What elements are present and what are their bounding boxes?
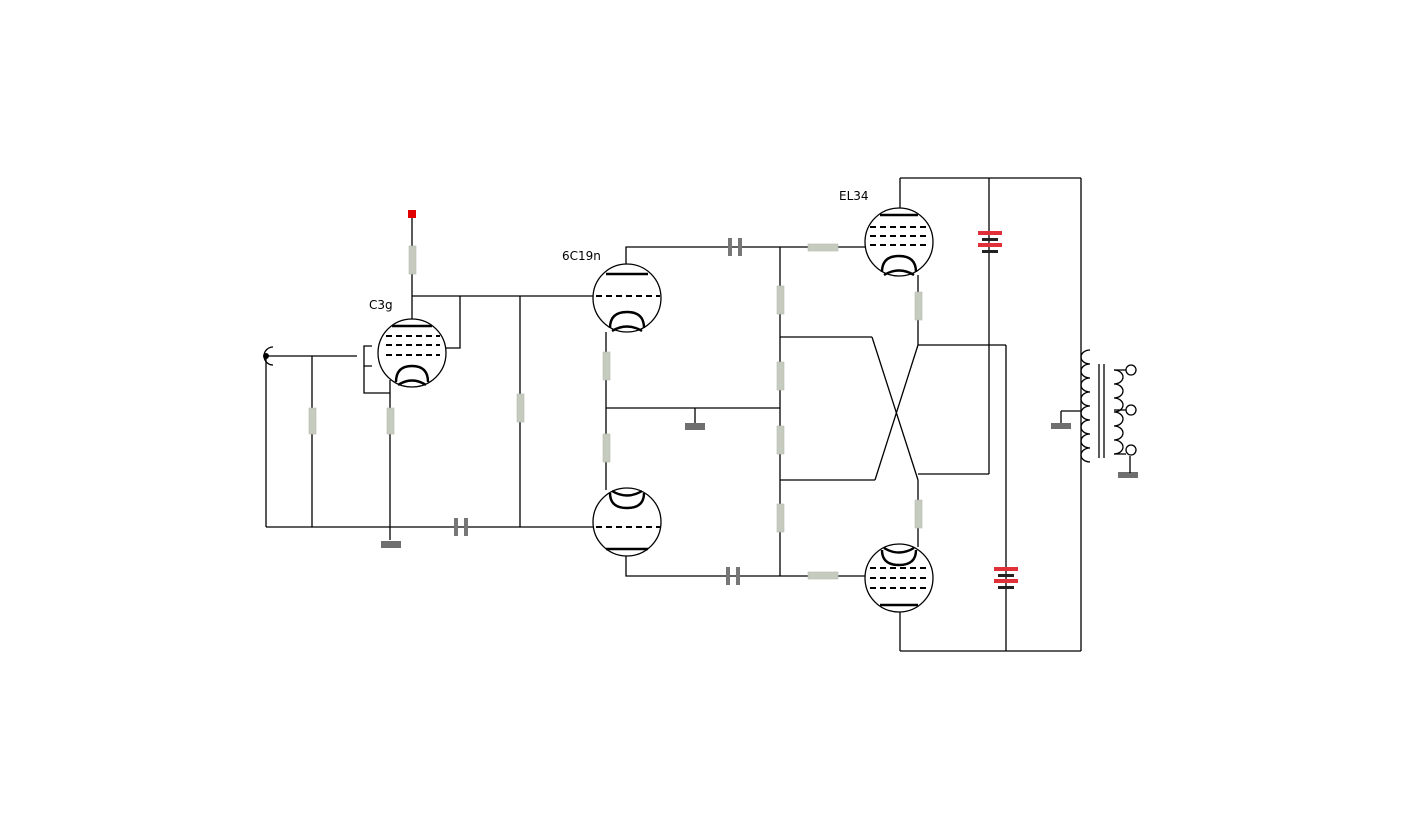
tube-c3g — [377, 318, 447, 388]
resistors — [308, 243, 923, 580]
resistor-cathode-upper — [602, 351, 611, 381]
ground-transformer-ct — [1051, 423, 1071, 429]
resistor-interstage — [516, 393, 525, 423]
resistor-grid-stopper-upper — [807, 243, 839, 252]
resistor-bias-1 — [776, 285, 785, 315]
capacitor-lower-coupling — [726, 567, 740, 585]
resistor-anode-c3g — [408, 245, 417, 275]
resistor-cathode-lower — [602, 433, 611, 463]
capacitor-upper-coupling — [728, 238, 742, 256]
resistor-bias-3 — [776, 425, 785, 455]
resistor-bias-2 — [776, 361, 785, 391]
label-el34: EL34 — [839, 189, 869, 203]
ground-secondary — [1118, 472, 1138, 478]
battery-upper — [978, 231, 1002, 253]
output-transformer — [1080, 349, 1137, 473]
battery-lower — [994, 567, 1018, 589]
tube-el34-lower — [864, 543, 934, 613]
resistor-cathode-el34-upper — [914, 291, 923, 321]
label-6c19n: 6C19n — [562, 249, 601, 263]
capacitor-bottom-rail — [454, 518, 468, 536]
ground-cathode-c3g — [381, 541, 401, 548]
output-terminal-2 — [1125, 404, 1137, 416]
output-terminal-3 — [1125, 444, 1137, 456]
tube-el34-upper — [864, 207, 934, 277]
label-c3g: C3g — [369, 298, 393, 312]
capacitors — [454, 238, 742, 585]
ground-symbols — [381, 423, 1138, 548]
resistor-input-grid — [308, 407, 317, 435]
resistor-cathode-c3g — [386, 407, 395, 435]
resistor-bias-4 — [776, 503, 785, 533]
resistor-cathode-el34-lower — [914, 499, 923, 529]
tube-6c19n-upper — [592, 263, 662, 333]
tube-6c19n-lower — [592, 487, 662, 557]
output-terminal-1 — [1125, 364, 1137, 376]
ground-cathodes-6c19n — [685, 423, 705, 430]
wires — [265, 177, 1082, 652]
resistor-grid-stopper-lower — [807, 571, 839, 580]
supply-terminal — [408, 210, 416, 218]
